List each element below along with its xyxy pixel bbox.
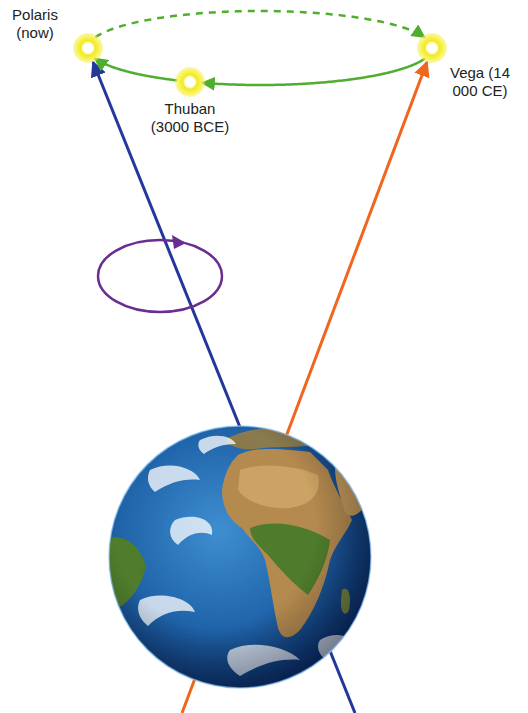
precession-path (202, 58, 425, 85)
precession-path (95, 11, 424, 37)
star-name: Vega (14 000 CE) (436, 64, 524, 100)
star-glow: Thuban (3000 BCE) (175, 67, 205, 97)
star-name: Polaris (now) (6, 6, 64, 42)
star-name: Thuban (3000 BCE) (145, 100, 235, 136)
precession-path (95, 58, 177, 80)
star-label: Vega (14 000 CE) (436, 64, 524, 100)
earth-globe (108, 426, 371, 688)
star-label: Polaris (now) (6, 6, 64, 42)
star-glow: Vega (14 000 CE) (417, 33, 447, 63)
star-glow: Polaris (now) (73, 33, 103, 63)
precession-circle (98, 235, 222, 312)
star-label: Thuban (3000 BCE) (145, 100, 235, 136)
